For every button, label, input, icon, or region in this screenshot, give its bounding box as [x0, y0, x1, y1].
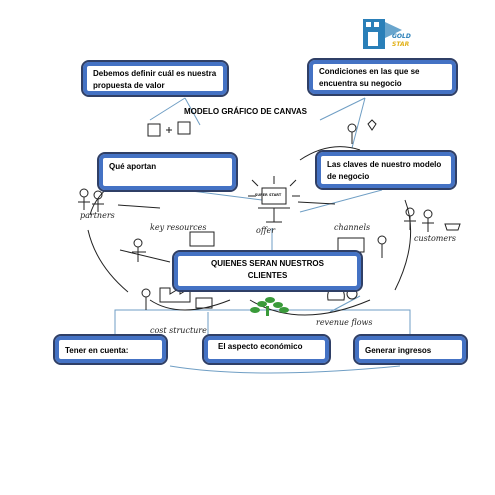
channels-label: channels [334, 223, 371, 232]
revenue-flows-label: revenue flows [316, 318, 373, 327]
box-claves-text: Las claves de nuestro modelo de negocio [327, 160, 442, 181]
box-tener-text: Tener en cuenta: [65, 346, 129, 355]
box-generar-ingresos: Generar ingresos [353, 334, 468, 365]
box-aspecto-text: El aspecto económico [218, 342, 303, 351]
box-tener-en-cuenta: Tener en cuenta: [53, 334, 168, 365]
gold-star-logo: GOLD STAR [363, 19, 411, 49]
customers-label: customers [414, 234, 457, 243]
box-aspecto-economico: El aspecto económico [202, 334, 331, 365]
box-clientes-text: QUIENES SERAN NUESTROS CLIENTES [211, 259, 324, 280]
cost-structure-label: cost structure [150, 326, 207, 335]
box-propuesta-text: Debemos definir cuál es nuestra propuest… [93, 69, 217, 90]
box-condiciones: Condiciones en las que se encuentra su n… [307, 58, 458, 96]
key-resources-label: key resources [150, 223, 207, 232]
box-que-aportan: Qué aportan [97, 152, 238, 192]
box-clientes: QUIENES SERAN NUESTROS CLIENTES [172, 250, 363, 292]
logo-text-1: GOLD [392, 33, 411, 40]
diagram-title: MODELO GRÁFICO DE CANVAS [184, 107, 307, 116]
logo-text-2: STAR [392, 41, 410, 48]
box-condiciones-text: Condiciones en las que se encuentra su n… [319, 67, 420, 88]
partners-label: partners [80, 211, 115, 220]
offer-label: offer [256, 226, 276, 235]
connector-lines [114, 97, 411, 374]
super-start-label: SUPER START [255, 193, 282, 197]
plant-icon [250, 297, 289, 316]
box-propuesta-valor: Debemos definir cuál es nuestra propuest… [81, 60, 229, 97]
box-claves-modelo: Las claves de nuestro modelo de negocio [315, 150, 457, 190]
box-que-aportan-text: Qué aportan [109, 162, 157, 171]
box-ingresos-text: Generar ingresos [365, 346, 432, 355]
